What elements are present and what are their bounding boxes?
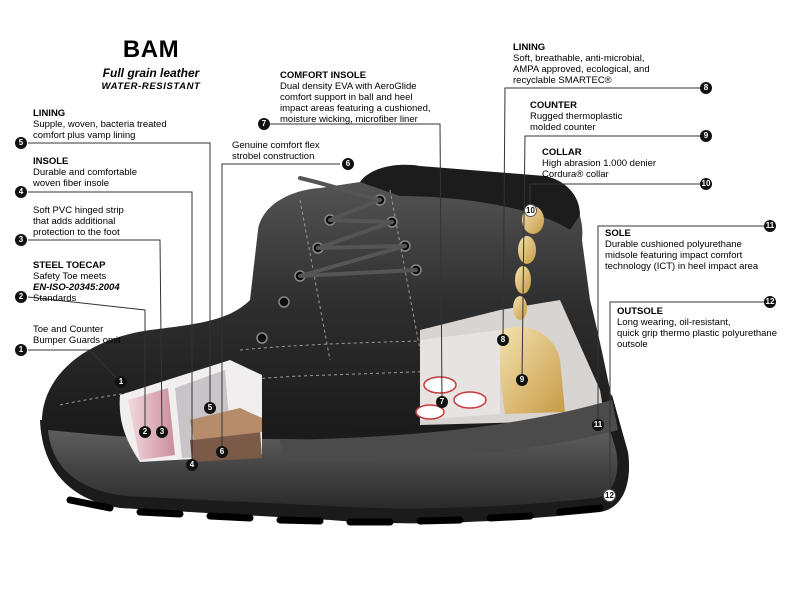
badge-11: 11 bbox=[764, 220, 776, 232]
badge-8-on-boot: 8 bbox=[497, 334, 509, 346]
callout-desc: Dual density EVA with AeroGlide comfort … bbox=[280, 81, 431, 125]
callout-8-lining: LINING Soft, breathable, anti-microbial,… bbox=[513, 42, 723, 86]
callout-title: STEEL TOECAP bbox=[33, 260, 106, 271]
badge-6-on-boot: 6 bbox=[216, 446, 228, 458]
badge-6: 6 bbox=[342, 158, 354, 170]
callout-11-sole: SOLE Durable cushioned polyurethane mids… bbox=[605, 228, 795, 272]
callout-6-strobel: Genuine comfort flex strobel constructio… bbox=[232, 140, 382, 162]
badge-9: 9 bbox=[700, 130, 712, 142]
toe-cutaway bbox=[119, 360, 262, 462]
callout-title: COUNTER bbox=[530, 100, 577, 111]
callout-title: INSOLE bbox=[33, 156, 69, 167]
callout-4-insole: INSOLE Durable and comfortable woven fib… bbox=[33, 156, 223, 189]
callout-title: COLLAR bbox=[542, 147, 582, 158]
callout-desc: Supple, woven, bacteria treated comfort … bbox=[33, 119, 167, 141]
badge-12: 12 bbox=[764, 296, 776, 308]
badge-2: 2 bbox=[15, 291, 27, 303]
brand-block: BAM Full grain leather WATER-RESISTANT bbox=[86, 36, 216, 92]
callout-standard: EN-ISO-20345:2004 bbox=[33, 282, 120, 293]
brand-subtitle-2: WATER-RESISTANT bbox=[101, 81, 201, 92]
callout-5-lining: LINING Supple, woven, bacteria treated c… bbox=[33, 108, 223, 141]
callout-desc: Genuine comfort flex strobel constructio… bbox=[232, 140, 320, 162]
badge-5-on-boot: 5 bbox=[204, 402, 216, 414]
callout-desc: High abrasion 1.000 denier Cordura® coll… bbox=[542, 158, 657, 180]
badge-12-on-boot: 12 bbox=[603, 489, 616, 502]
badge-9-on-boot: 9 bbox=[516, 374, 528, 386]
callout-desc: Safety Toe meets bbox=[33, 271, 107, 282]
brand-name: BAM bbox=[122, 36, 180, 63]
badge-7: 7 bbox=[258, 118, 270, 130]
callout-title: SOLE bbox=[605, 228, 631, 239]
badge-5: 5 bbox=[15, 137, 27, 149]
callout-desc: Rugged thermoplastic molded counter bbox=[530, 111, 623, 133]
callout-desc: Durable and comfortable woven fiber inso… bbox=[33, 167, 138, 189]
badge-11-on-boot: 11 bbox=[592, 419, 604, 431]
badge-1: 1 bbox=[15, 344, 27, 356]
badge-1-on-boot: 1 bbox=[115, 376, 127, 388]
callout-desc: Toe and Counter Bumper Guards omit bbox=[33, 324, 121, 346]
badge-4-on-boot: 4 bbox=[186, 459, 198, 471]
callout-desc-2: Standards bbox=[33, 293, 77, 304]
badge-4: 4 bbox=[15, 186, 27, 198]
callout-1-bumper-guards: Toe and Counter Bumper Guards omit bbox=[33, 324, 223, 346]
callout-2-steel-toecap: STEEL TOECAP Safety Toe meets EN-ISO-203… bbox=[33, 260, 223, 304]
callout-9-counter: COUNTER Rugged thermoplastic molded coun… bbox=[530, 100, 700, 133]
badge-3: 3 bbox=[15, 234, 27, 246]
callout-7-comfort-insole: COMFORT INSOLE Dual density EVA with Aer… bbox=[280, 70, 490, 125]
badge-2-on-boot: 2 bbox=[139, 426, 151, 438]
callout-12-outsole: OUTSOLE Long wearing, oil-resistant, qui… bbox=[617, 306, 797, 350]
badge-8: 8 bbox=[700, 82, 712, 94]
leader-lines bbox=[27, 87, 770, 495]
callout-desc: Durable cushioned polyurethane midsole f… bbox=[605, 239, 759, 272]
callout-desc: Soft, breathable, anti-microbial, AMPA a… bbox=[513, 53, 650, 86]
callout-title: OUTSOLE bbox=[617, 306, 663, 317]
callout-title: LINING bbox=[513, 42, 546, 53]
callout-desc: Long wearing, oil-resistant, quick grip … bbox=[617, 317, 778, 350]
callout-desc: Soft PVC hinged strip that adds addition… bbox=[33, 205, 124, 238]
callout-title: COMFORT INSOLE bbox=[280, 70, 367, 81]
callout-10-collar: COLLAR High abrasion 1.000 denier Cordur… bbox=[542, 147, 702, 180]
brand-subtitle: Full grain leather bbox=[102, 66, 200, 80]
badge-10-on-boot: 10 bbox=[524, 204, 537, 217]
badge-10: 10 bbox=[700, 178, 712, 190]
badge-3-on-boot: 3 bbox=[156, 426, 168, 438]
badge-7-on-boot: 7 bbox=[436, 396, 448, 408]
callout-title: LINING bbox=[33, 108, 66, 119]
callout-3-pvc-strip: Soft PVC hinged strip that adds addition… bbox=[33, 205, 223, 238]
